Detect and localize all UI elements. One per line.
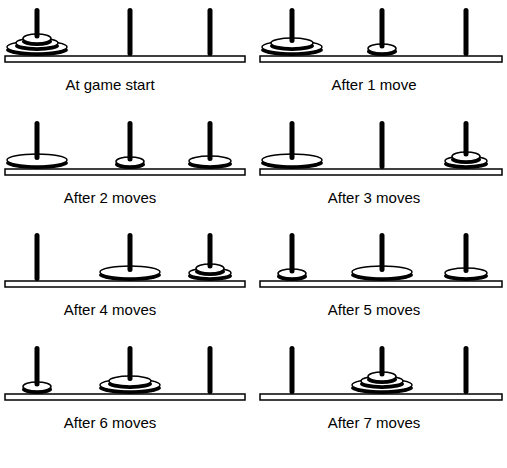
caption: After 1 move	[331, 76, 416, 94]
caption: After 2 moves	[64, 189, 157, 207]
caption: After 4 moves	[64, 301, 157, 319]
pegs	[35, 8, 469, 394]
caption: After 3 moves	[328, 189, 421, 207]
caption: At game start	[65, 76, 154, 94]
caption: After 7 moves	[328, 414, 421, 432]
caption: After 5 moves	[328, 301, 421, 319]
base-board	[5, 56, 502, 400]
caption: After 6 moves	[64, 414, 157, 432]
disks	[6, 34, 488, 394]
